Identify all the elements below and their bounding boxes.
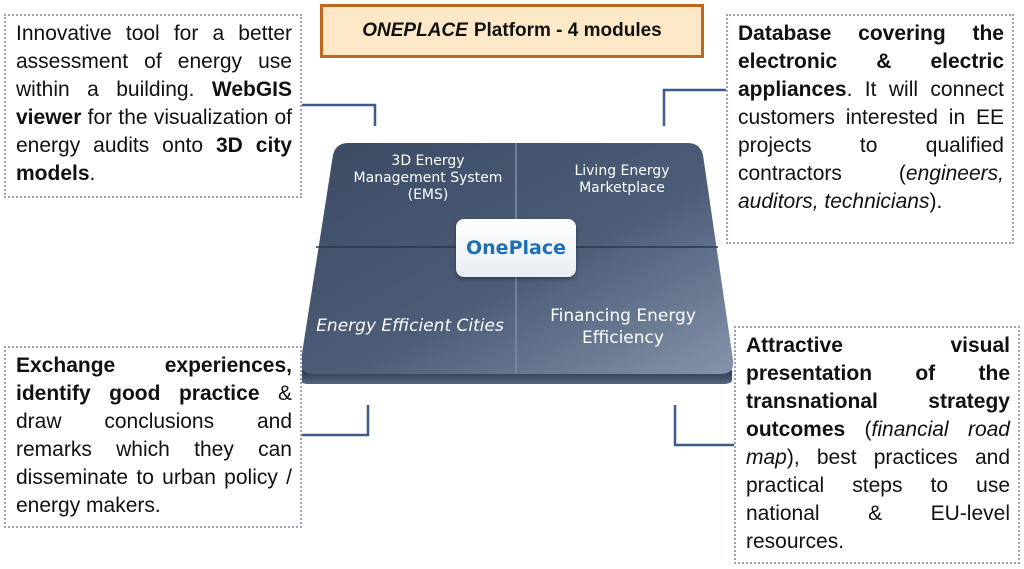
note-br-bold1: Attractive visual presentation of the tr… [746,334,1010,441]
module-ems-line1: 3D Energy [391,153,465,169]
title-rest: Platform - 4 modules [473,20,662,41]
module-finance-line1: Financing Energy [550,306,696,326]
note-tl-text1: Innovative tool for a better assessment … [16,22,292,101]
note-top-right: Database covering the electronic & elect… [726,14,1014,244]
module-market-line1: Living Energy [574,163,670,179]
note-tl-bold2: 3D city models [16,134,292,185]
note-bottom-left: Exchange experiences, identify good prac… [4,346,302,528]
note-br-text1: ( [845,418,872,441]
note-tr-bold1: Database covering the electronic & elect… [738,22,1004,101]
diagram-title: ONEPLACE Platform - 4 modules [320,4,704,58]
module-market-line2: Marketplace [579,180,665,196]
module-finance-line2: Efficiency [582,328,664,348]
note-tl-bold1: WebGIS viewer [16,78,292,129]
hub-center-badge: OnePlace [456,219,576,277]
note-bl-bold1: Exchange experiences, identify good prac… [16,354,292,405]
module-ems-line2: Management System [353,170,503,186]
note-tl-text2: for the visualization of energy audits o… [16,106,292,157]
note-tr-text2: ). [929,190,943,213]
note-bottom-right: Attractive visual presentation of the tr… [734,326,1020,564]
module-cities: Energy Efficient Cities [316,316,504,336]
module-financing: Financing Energy Efficiency [530,305,716,349]
note-br-italic1: financial road map [746,418,1010,469]
title-italic: ONEPLACE [362,20,468,41]
note-tl-text3: . [89,162,96,185]
note-top-left: Innovative tool for a better assessment … [4,14,302,198]
note-br-text2: ), best practices and practical steps to… [746,446,1010,553]
module-marketplace: Living Energy Marketplace [528,163,716,197]
note-bl-text1: & draw conclusions and remarks which the… [16,382,292,517]
module-ems-line3: (EMS) [407,187,449,203]
note-tr-italic1: engineers, auditors, technicians [738,162,1004,213]
note-tr-text1: . It will connect customers interested i… [738,78,1004,185]
module-ems: 3D Energy Management System (EMS) [340,153,516,204]
